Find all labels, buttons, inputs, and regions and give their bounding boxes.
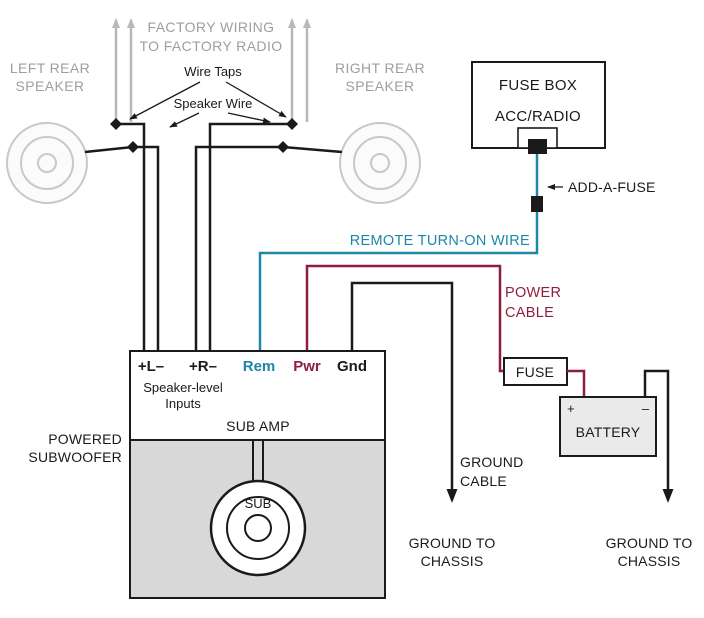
fuse-slot-tab (528, 139, 547, 154)
terminal-rem: Rem (243, 358, 276, 375)
speaker-wire-arrow-left (169, 112, 200, 128)
factory-wiring-arrows (112, 18, 311, 122)
factory-wiring-label-line2: TO FACTORY RADIO (139, 38, 282, 54)
ground-cable-label-line1: GROUND (460, 454, 523, 470)
terminal-right: +R– (189, 358, 217, 375)
ground-cable-label-line2: CABLE (460, 473, 507, 489)
remote-turn-on-label: REMOTE TURN-ON WIRE (350, 233, 530, 249)
speaker-wire-label: Speaker Wire (174, 96, 253, 111)
left-rear-speaker-icon (6, 122, 88, 204)
speaker-wire-right-2 (194, 145, 283, 351)
wire-tap-left-1 (110, 118, 122, 130)
add-a-fuse-connector (531, 196, 543, 212)
power-cable-label-line2: CABLE (505, 305, 554, 321)
remote-wire (258, 212, 539, 351)
power-cable-amp-to-fuse (305, 264, 504, 373)
amp-ground-wire (350, 281, 458, 503)
battery-label: BATTERY (576, 424, 641, 440)
wire-taps-label: Wire Taps (184, 64, 242, 79)
battery-ground-chassis-line2: CHASSIS (618, 553, 681, 569)
power-cable-fuse-to-battery (567, 369, 586, 397)
factory-wiring-label-line1: FACTORY WIRING (148, 19, 275, 35)
acc-radio-label: ACC/RADIO (495, 108, 581, 125)
battery-ground-chassis-line1: GROUND TO (606, 535, 693, 551)
sub-label: SUB (245, 496, 272, 511)
amp-ground-chassis-line2: CHASSIS (421, 553, 484, 569)
left-rear-speaker-label-line2: SPEAKER (16, 78, 85, 94)
wire-tap-right-2 (277, 141, 289, 153)
amp-ground-chassis-line1: GROUND TO (409, 535, 496, 551)
wire-taps-arrow-left (129, 81, 201, 120)
speaker-wire-right-1 (208, 122, 292, 351)
wire-tap-right-1 (286, 118, 298, 130)
terminal-left: +L– (138, 358, 164, 375)
right-rear-speaker-label-line2: SPEAKER (346, 78, 415, 94)
left-rear-speaker-label-line1: LEFT REAR (10, 60, 90, 76)
battery-plus-terminal: + (567, 401, 575, 416)
powered-subwoofer-label-line1: POWERED (48, 431, 122, 447)
speaker-level-inputs-line1: Speaker-level (143, 380, 223, 395)
left-speaker-lead (84, 145, 134, 154)
powered-subwoofer-label-line2: SUBWOOFER (28, 449, 122, 465)
speaker-wire-arrow-right (227, 112, 271, 124)
speaker-wire-left-1 (116, 122, 146, 351)
battery-box (559, 396, 657, 457)
terminal-gnd: Gnd (337, 358, 367, 375)
terminal-pwr: Pwr (293, 358, 321, 375)
subwoofer-driver-icon (209, 479, 307, 577)
fuse-box-title: FUSE BOX (499, 77, 577, 94)
right-rear-speaker-label-line1: RIGHT REAR (335, 60, 425, 76)
wire-taps-arrow-right (225, 81, 287, 118)
battery-minus-terminal: – (642, 401, 650, 416)
inline-fuse-label: FUSE (516, 364, 554, 380)
add-a-fuse-label: ADD-A-FUSE (568, 179, 656, 195)
wire-tap-left-2 (127, 141, 139, 153)
speaker-level-inputs-line2: Inputs (165, 396, 201, 411)
right-speaker-lead (282, 145, 343, 154)
sub-amp-label: SUB AMP (226, 418, 290, 434)
speaker-wires (84, 118, 343, 351)
right-rear-speaker-icon (339, 122, 421, 204)
inline-fuse (503, 357, 568, 386)
speaker-wire-left-2 (133, 145, 160, 351)
battery-ground-wire (643, 369, 674, 503)
power-cable-label-line1: POWER (505, 285, 561, 301)
